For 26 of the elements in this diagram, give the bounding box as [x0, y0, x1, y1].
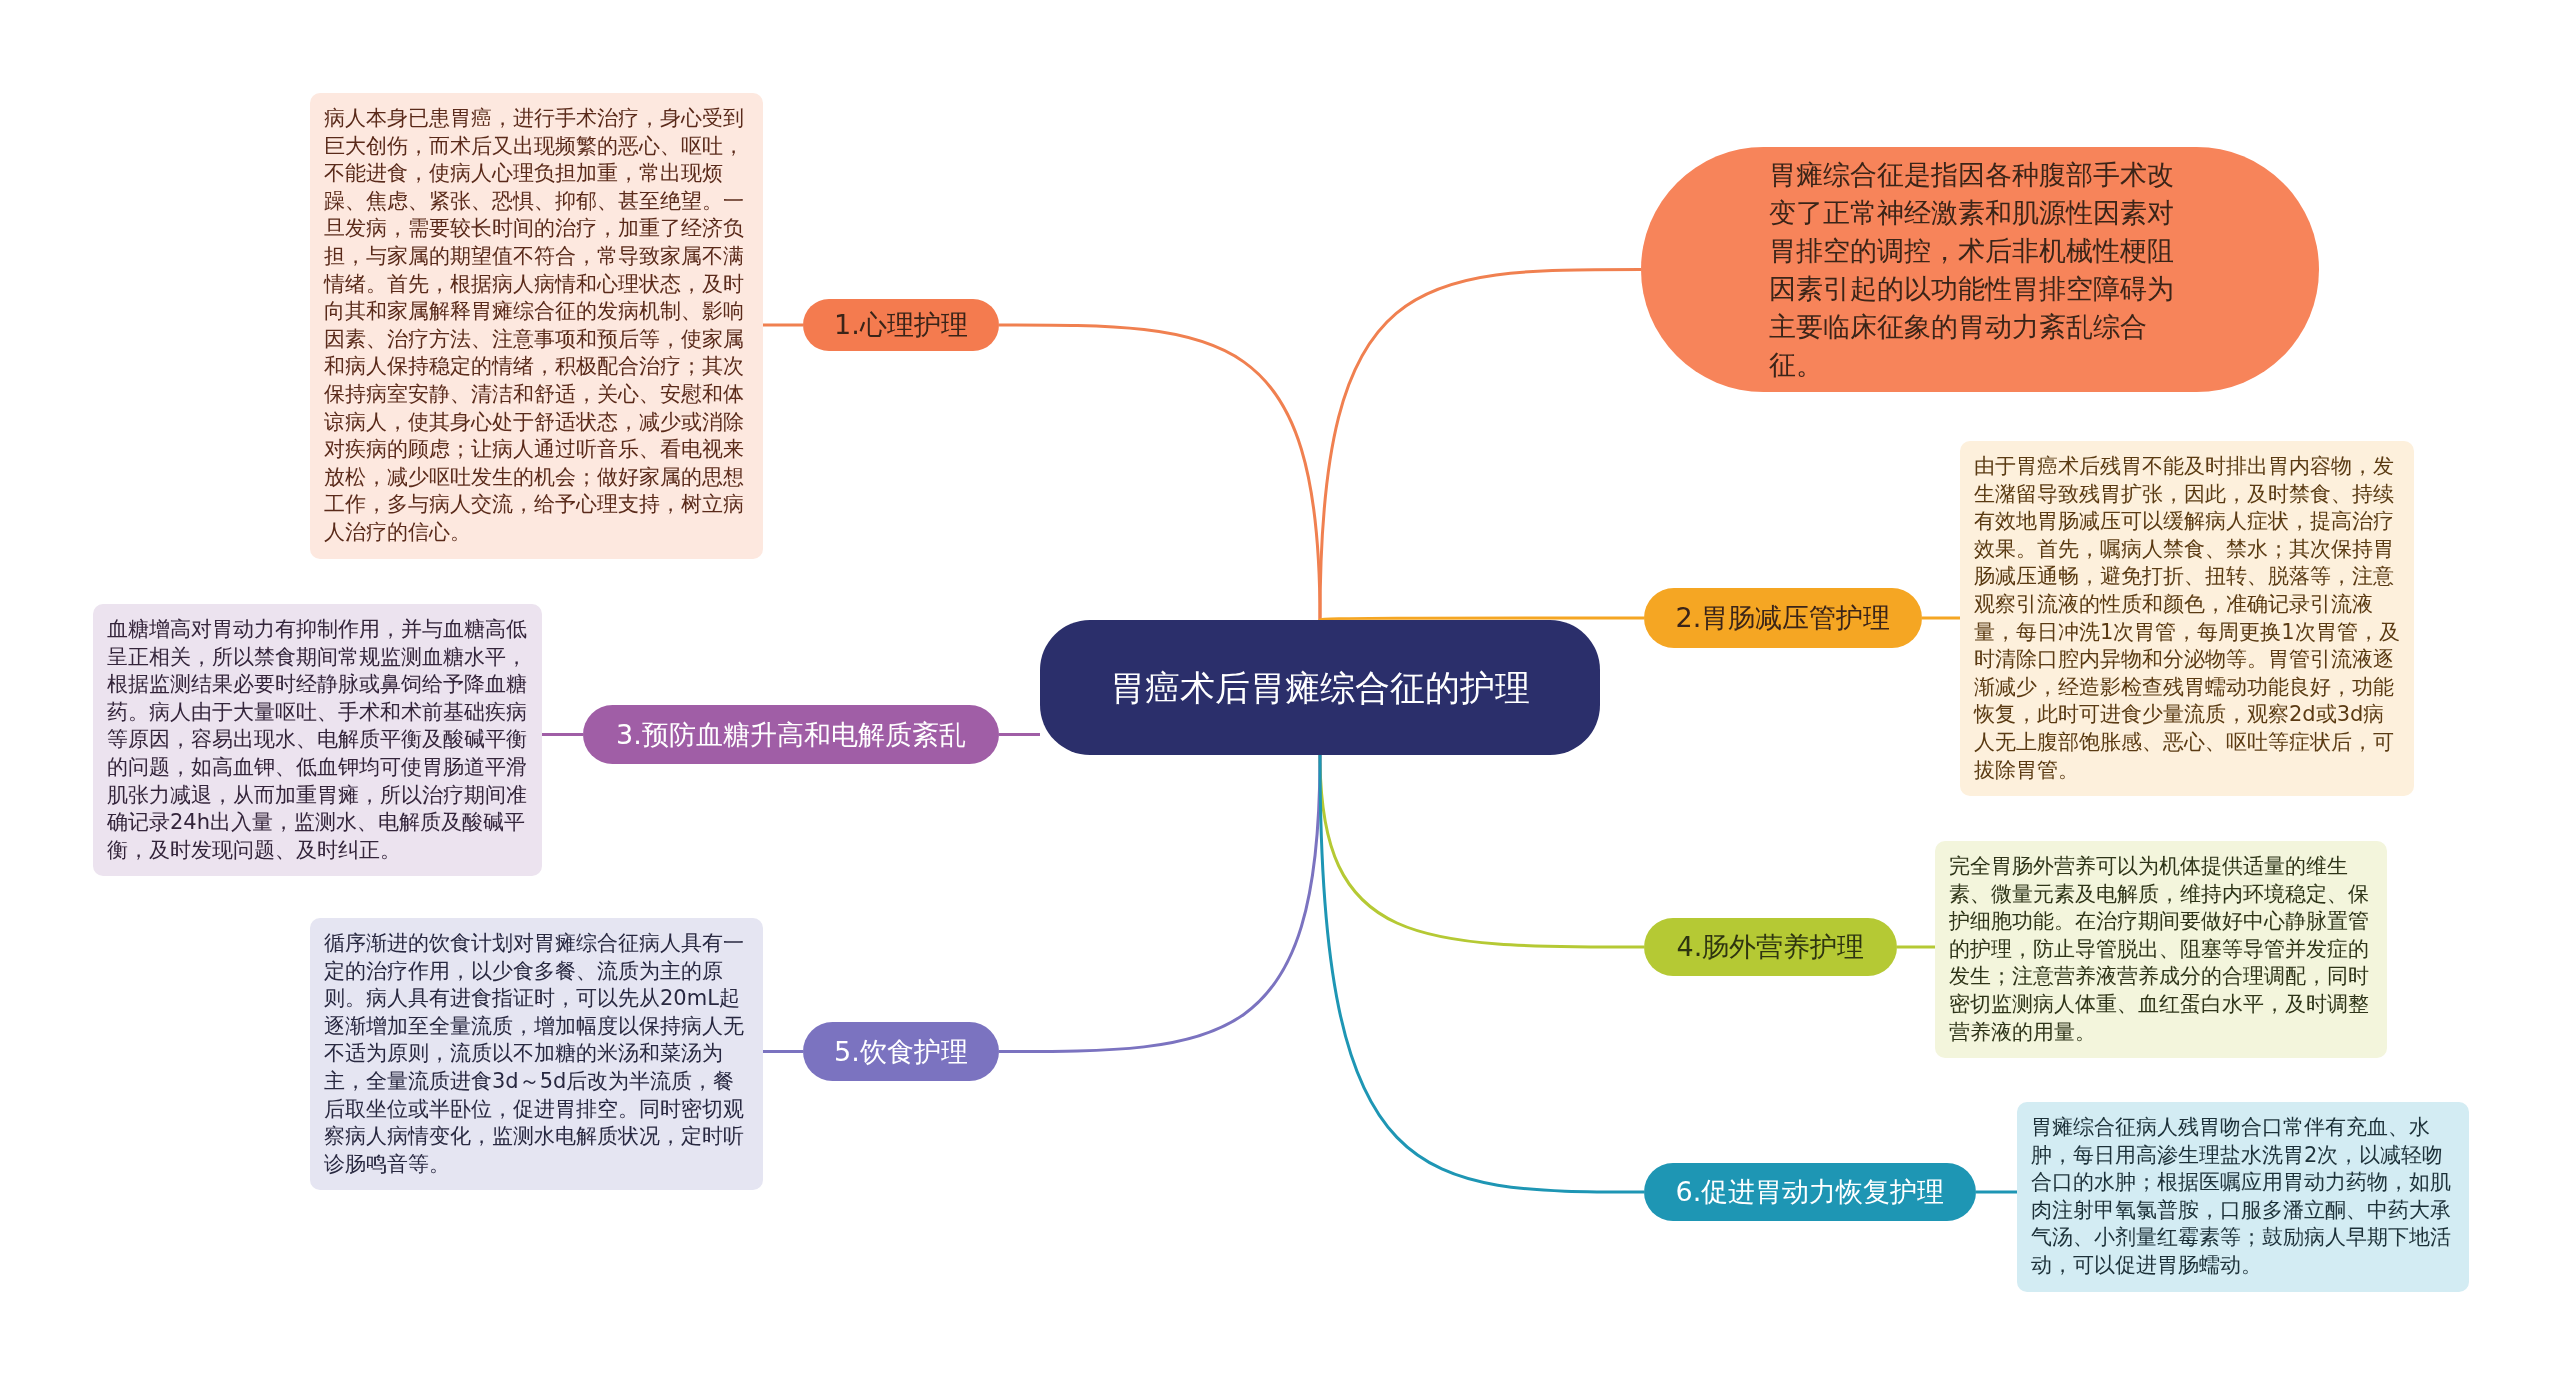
connector-line [542, 733, 583, 736]
connector-line [999, 323, 1322, 621]
connector-line [1897, 945, 1935, 949]
connector-line [1318, 754, 1644, 1194]
note-card: 完全胃肠外营养可以为机体提供适量的维生素、微量元素及电解质，维持内环境稳定、保护细胞功能。在治疗期间要做好中心静脉置管的护理，防止导管脱出、阻塞等导管并发症的发生；注意营养液营养成分的合理调配，同时密切监测病人体重、血红蛋白水平，及时调整营养液的用量。 [1935, 841, 2387, 1059]
branch-topic: 1.心理护理 [803, 299, 999, 351]
connector-line [763, 323, 803, 327]
connector-line [1922, 616, 1960, 620]
note-card: 胃瘫综合征病人残胃吻合口常伴有充血、水肿，每日用高渗生理盐水洗胃2次，以减轻吻合口的水肿；根据医嘱应用胃动力药物，如肌肉注射甲氧氯普胺，口服多潘立酮、中药大承气汤、小剂量红霉素等；鼓励病人早期下地活动，可以促进胃肠蠕动。 [2017, 1102, 2469, 1292]
connector-line [1318, 268, 1641, 621]
connector-line [1976, 1190, 2017, 1194]
note-card: 循序渐进的饮食计划对胃瘫综合征病人具有一定的治疗作用，以少食多餐、流质为主的原则。病人具有进食指证时，可以先从20mL起逐渐增加至全量流质，增加幅度以保持病人无不适为原则，流质以不加糖的米汤和菜汤为主，全量流质进食3d～5d后改为半流质，餐后取坐位或半卧位，促进胃排空。同时密切观察病人病情变化，监测水电解质状况，定时听诊肠鸣音等。 [310, 918, 763, 1191]
connector-line [999, 733, 1040, 736]
branch-topic: 4.肠外营养护理 [1644, 918, 1897, 976]
note-card: 血糖增高对胃动力有抑制作用，并与血糖高低呈正相关，所以禁食期间常规监测血糖水平，根据监测结果必要时经静脉或鼻饲给予降血糖药。病人由于大量呕吐、手术和术前基础疾病等原因，容易出现水、电解质平衡及酸碱平衡的问题，如高血钾、低血钾均可使胃肠道平滑肌张力减退，从而加重胃瘫，所以治疗期间准确记录24h出入量，监测水、电解质及酸碱平衡，及时发现问题、及时纠正。 [93, 604, 542, 877]
branch-topic: 2.胃肠减压管护理 [1644, 588, 1922, 648]
connector-line [1319, 616, 1644, 622]
note-card: 病人本身已患胃癌，进行手术治疗，身心受到巨大创伤，而术后又出现频繁的恶心、呕吐，不能进食，使病人心理负担加重，常出现烦躁、焦虑、紧张、恐惧、抑郁、甚至绝望。一旦发病，需要较长时间的治疗，加重了经济负担，与家属的期望值不符合，常导致家属不满情绪。首先，根据病人病情和心理状态，及时向其和家属解释胃瘫综合征的发病机制、影响因素、治疗方法、注意事项和预后等，使家属和病人保持稳定的情绪，积极配合治疗；其次保持病室安静、清洁和舒适，关心、安慰和体谅病人，使其身心处于舒适状态，减少或消除对疾病的顾虑；让病人通过听音乐、看电视来放松，减少呕吐发生的机会；做好家属的思想工作，多与病人交流，给予心理支持，树立病人治疗的信心。 [310, 93, 763, 559]
branch-topic: 5.饮食护理 [803, 1022, 999, 1081]
connector-line [999, 754, 1322, 1053]
central-topic: 胃癌术后胃瘫综合征的护理 [1040, 620, 1600, 755]
branch-topic: 3.预防血糖升高和电解质紊乱 [583, 705, 999, 764]
branch-topic: 6.促进胃动力恢复护理 [1644, 1163, 1976, 1221]
definition-bubble: 胃瘫综合征是指因各种腹部手术改变了正常神经激素和肌源性因素对胃排空的调控，术后非机械性梗阻因素引起的以功能性胃排空障碍为主要临床征象的胃动力紊乱综合征。 [1641, 147, 2319, 392]
connector-line [763, 1050, 803, 1053]
note-card: 由于胃癌术后残胃不能及时排出胃内容物，发生潴留导致残胃扩张，因此，及时禁食、持续有效地胃肠减压可以缓解病人症状，提高治疗效果。首先，嘱病人禁食、禁水；其次保持胃肠减压通畅，避免打折、扭转、脱落等，注意观察引流液的性质和颜色，准确记录引流液量，每日冲洗1次胃管，每周更换1次胃管，及时清除口腔内异物和分泌物等。胃管引流液逐渐减少，经造影检查残胃蠕动功能良好，功能恢复，此时可进食少量流质，观察2d或3d病人无上腹部饱胀感、恶心、呕吐等症状后，可拔除胃管。 [1960, 441, 2414, 797]
